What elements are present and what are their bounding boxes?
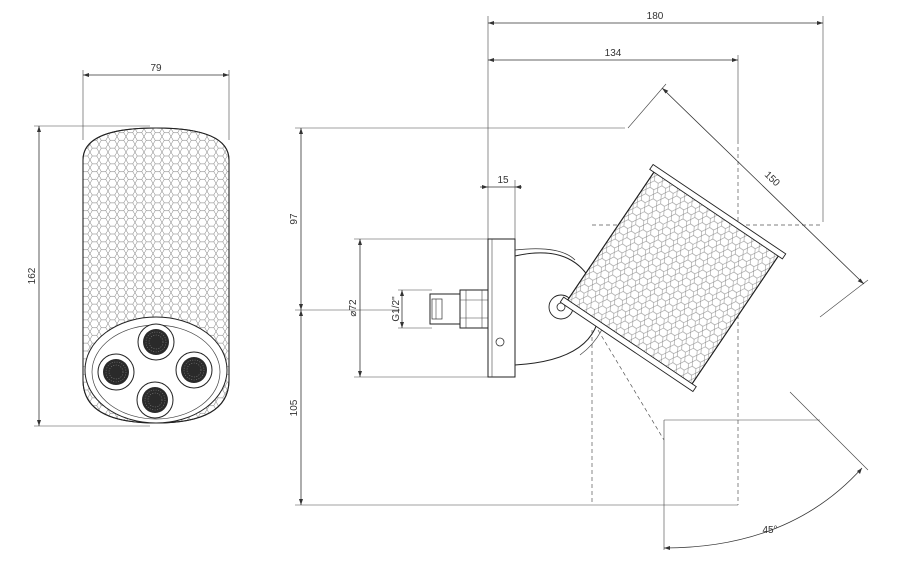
- flange-label: 15: [497, 175, 509, 186]
- tilt-angle-dimension: 45°: [663, 391, 869, 550]
- front-body: [82, 127, 230, 424]
- front-width-label: 79: [150, 63, 162, 74]
- front-height-dimension: 162: [27, 125, 150, 427]
- tilt-angle-label: 45°: [762, 525, 777, 536]
- inlet-fitting: [429, 289, 489, 329]
- upper-height-label: 97: [289, 213, 300, 225]
- thread-label: G1/2": [391, 296, 402, 322]
- front-width-dimension: 79: [82, 63, 230, 140]
- offset-width-dimension: 134: [488, 48, 739, 140]
- wall-flange: [487, 238, 516, 378]
- flange-diameter-dimension: ⌀72: [348, 238, 488, 378]
- front-view: 79 162: [27, 63, 230, 427]
- swivel-joint: [514, 248, 611, 366]
- thread-dimension: G1/2": [391, 289, 432, 329]
- lower-height-label: 105: [289, 399, 300, 416]
- total-width-label: 180: [647, 11, 664, 22]
- flange-diameter-label: ⌀72: [348, 299, 359, 317]
- nozzle-icon: [136, 381, 174, 419]
- offset-width-label: 134: [605, 48, 622, 59]
- body-length-label: 150: [762, 169, 782, 189]
- body-length-dimension: 150: [627, 83, 869, 318]
- hex-mesh-pattern: [566, 169, 780, 387]
- front-height-label: 162: [27, 267, 38, 284]
- nozzle-icon: [137, 323, 175, 361]
- nozzle-icon: [97, 353, 135, 391]
- nozzle-icon: [175, 351, 213, 389]
- flange-dimension: 15: [480, 175, 522, 240]
- side-view: 180 134 15 97 105: [289, 11, 869, 550]
- tilted-body: [559, 163, 787, 393]
